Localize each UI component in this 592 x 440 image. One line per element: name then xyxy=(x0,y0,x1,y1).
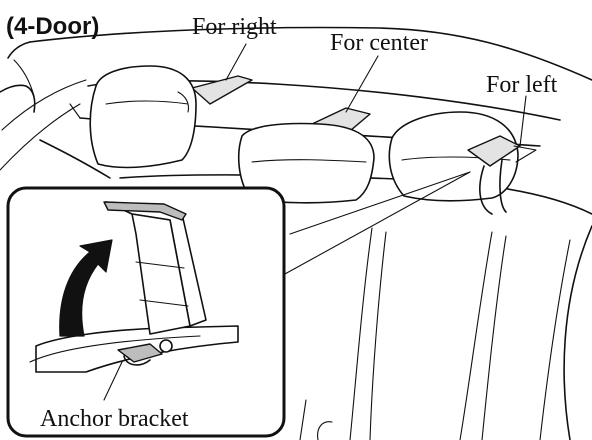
headrest-left xyxy=(388,111,519,202)
label-for-left: For left xyxy=(486,72,558,98)
tether-left xyxy=(467,135,537,215)
label-anchor-bracket: Anchor bracket xyxy=(40,406,189,432)
tether-right xyxy=(191,75,253,105)
car-body-outline xyxy=(0,26,592,171)
headrest-right xyxy=(89,65,197,169)
callout-wedge xyxy=(273,171,471,281)
label-leaders xyxy=(225,43,527,147)
variant-label: (4-Door) xyxy=(6,13,99,40)
inset-detail-box xyxy=(6,186,286,438)
rear-seatback xyxy=(39,139,592,440)
label-for-center: For center xyxy=(330,30,428,56)
curved-arrow-icon xyxy=(59,239,113,337)
label-for-right: For right xyxy=(192,14,277,40)
